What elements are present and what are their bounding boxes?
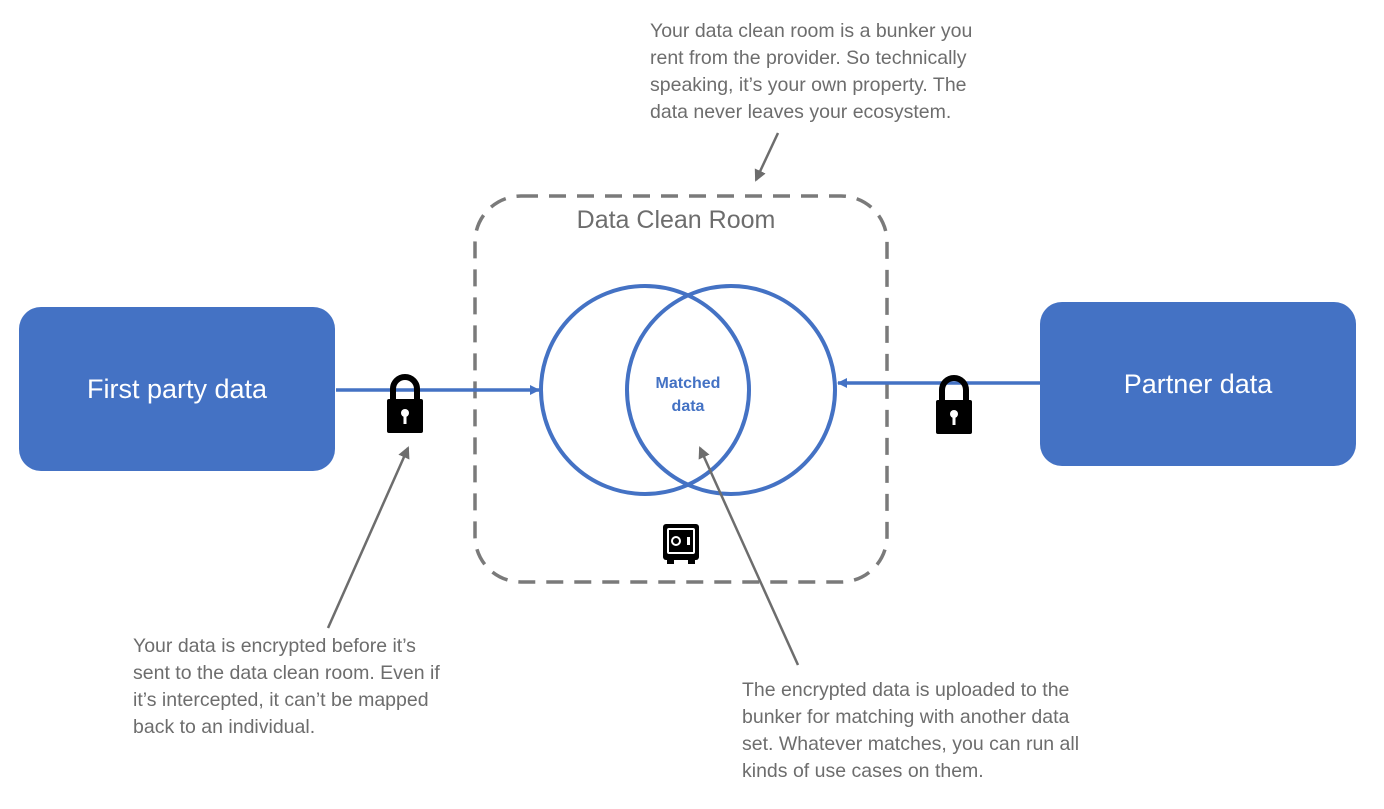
first-party-label: First party data	[86, 373, 268, 404]
lock-icon	[387, 374, 423, 433]
venn-circle-right	[625, 284, 837, 496]
lock-icon	[936, 375, 972, 434]
annotation-line: back to an individual.	[133, 716, 316, 738]
first-party-data-box: First party data	[19, 307, 335, 471]
annotation-line: it’s intercepted, it can’t be mapped	[133, 689, 429, 711]
venn-circle-left	[539, 284, 751, 496]
right-note-pointer	[698, 446, 800, 666]
partner-label: Partner data	[1123, 368, 1273, 399]
annotation-line: bunker for matching with another data	[742, 706, 1070, 728]
annotation-line: The encrypted data is uploaded to the	[742, 679, 1070, 701]
matched-data-label: Matched data	[628, 372, 748, 418]
partner-data-box: Partner data	[1040, 302, 1356, 466]
annotation-top: Your data clean room is a bunker you ren…	[650, 18, 1010, 126]
clean-room-title: Data Clean Room	[576, 206, 776, 234]
annotation-line: rent from the provider. So technically	[650, 47, 967, 69]
matched-label-line: Matched	[655, 375, 721, 392]
annotation-right: The encrypted data is uploaded to the bu…	[742, 677, 1122, 785]
annotation-line: kinds of use cases on them.	[742, 760, 984, 782]
annotation-line: Your data clean room is a bunker you	[650, 20, 973, 42]
left-note-pointer	[326, 446, 410, 629]
top-note-pointer	[754, 132, 780, 182]
annotation-line: set. Whatever matches, you can run all	[742, 733, 1080, 755]
annotation-line: data never leaves your ecosystem.	[650, 101, 952, 123]
annotation-left: Your data is encrypted before it’s sent …	[133, 633, 473, 741]
safe-icon	[663, 524, 699, 564]
annotation-line: speaking, it’s your own property. The	[650, 74, 967, 96]
matched-label-line: data	[671, 398, 705, 415]
annotation-line: sent to the data clean room. Even if	[133, 662, 440, 684]
annotation-line: Your data is encrypted before it’s	[133, 635, 416, 657]
